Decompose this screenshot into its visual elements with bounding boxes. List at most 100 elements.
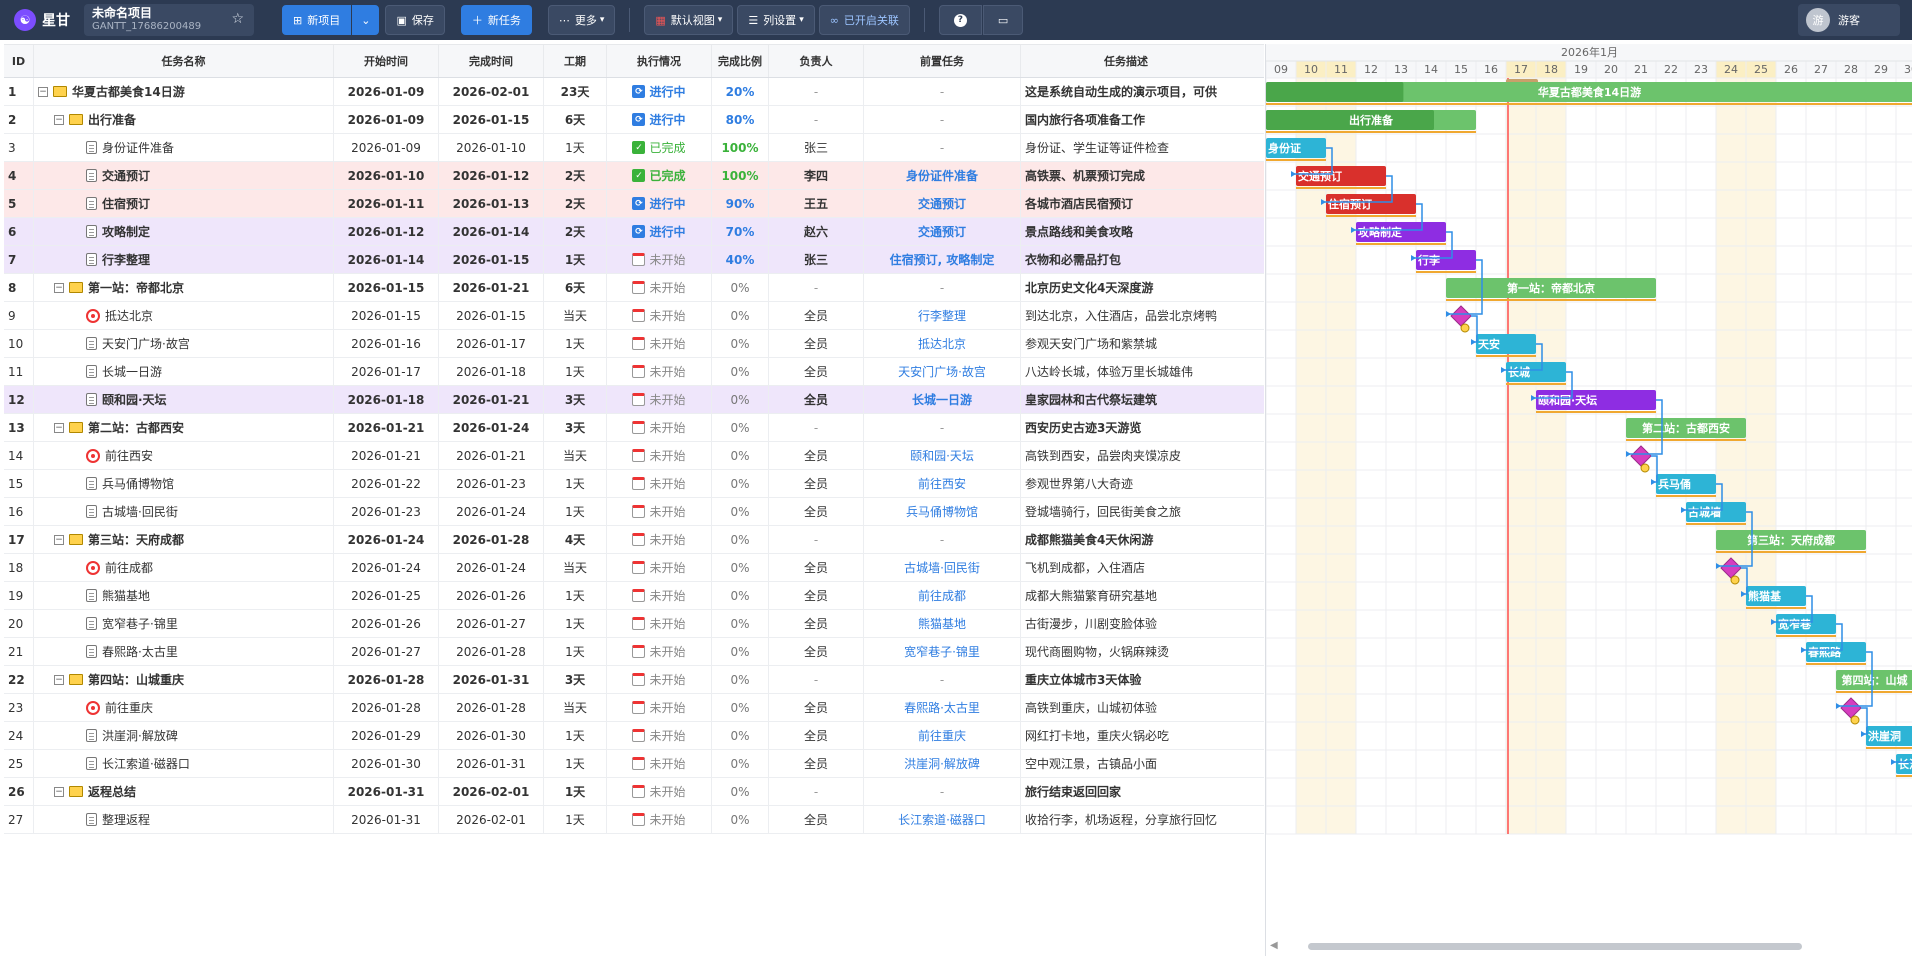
col-header-start[interactable]: 开始时间: [334, 45, 439, 77]
gantt-bar[interactable]: [1536, 390, 1656, 410]
gantt-bar[interactable]: [1416, 250, 1476, 270]
save-button[interactable]: ▣保存: [385, 5, 445, 35]
gantt-bar[interactable]: [1866, 726, 1912, 746]
project-selector[interactable]: 未命名项目 GANTT_17686200489 ☆: [84, 4, 254, 36]
col-header-progress[interactable]: 完成比例: [712, 45, 769, 77]
col-header-name[interactable]: 任务名称: [34, 45, 334, 77]
cell-name[interactable]: 攻略制定: [34, 218, 334, 245]
col-header-status[interactable]: 执行情况: [607, 45, 712, 77]
cell-predecessor[interactable]: 颐和园·天坛: [864, 442, 1021, 469]
milestone-diamond[interactable]: [1840, 697, 1862, 719]
col-header-id[interactable]: ID: [4, 45, 34, 77]
cell-name[interactable]: 宽窄巷子·锦里: [34, 610, 334, 637]
user-menu[interactable]: 游 游客: [1798, 4, 1900, 36]
cell-predecessor[interactable]: 熊猫基地: [864, 610, 1021, 637]
cell-name[interactable]: 前往重庆: [34, 694, 334, 721]
default-view-button[interactable]: ▦默认视图▾: [644, 5, 734, 35]
cell-name[interactable]: 兵马俑博物馆: [34, 470, 334, 497]
gantt-bar[interactable]: [1836, 670, 1912, 690]
cell-name[interactable]: 春熙路·太古里: [34, 638, 334, 665]
gantt-bar[interactable]: [1746, 586, 1806, 606]
gantt-bar[interactable]: [1266, 138, 1326, 158]
cell-name[interactable]: 颐和园·天坛: [34, 386, 334, 413]
cell-name[interactable]: 抵达北京: [34, 302, 334, 329]
cell-name[interactable]: 前往西安: [34, 442, 334, 469]
cell-name[interactable]: 住宿预订: [34, 190, 334, 217]
cell-name[interactable]: 交通预订: [34, 162, 334, 189]
cell-name[interactable]: −第二站：古都西安: [34, 414, 334, 441]
gantt-bar[interactable]: [1686, 502, 1746, 522]
gantt-bar[interactable]: [1896, 754, 1912, 774]
cell-predecessor[interactable]: 古城墙·回民街: [864, 554, 1021, 581]
app-logo[interactable]: ☯ 星甘: [14, 9, 70, 31]
linked-toggle-button[interactable]: ∞已开启关联: [818, 5, 910, 35]
gantt-bar[interactable]: [1776, 614, 1836, 634]
cell-predecessor[interactable]: 前往西安: [864, 470, 1021, 497]
new-project-button[interactable]: ⊞新项目: [282, 5, 352, 35]
gantt-bar[interactable]: [1506, 362, 1566, 382]
help-button[interactable]: ?: [938, 5, 982, 35]
cell-name[interactable]: 长城一日游: [34, 358, 334, 385]
cell-name[interactable]: 身份证件准备: [34, 134, 334, 161]
col-header-predecessor[interactable]: 前置任务: [864, 45, 1021, 77]
gantt-bar[interactable]: [1266, 82, 1912, 102]
cell-predecessor[interactable]: 长城一日游: [864, 386, 1021, 413]
cell-name[interactable]: 长江索道·磁器口: [34, 750, 334, 777]
gantt-bar[interactable]: [1806, 642, 1866, 662]
collapse-toggle-icon[interactable]: −: [54, 114, 64, 125]
cell-predecessor[interactable]: 交通预订: [864, 190, 1021, 217]
col-header-end[interactable]: 完成时间: [439, 45, 544, 77]
col-header-owner[interactable]: 负责人: [769, 45, 864, 77]
cell-name[interactable]: 古城墙·回民街: [34, 498, 334, 525]
gantt-bar[interactable]: [1716, 530, 1866, 550]
cell-name[interactable]: −返程总结: [34, 778, 334, 805]
cell-predecessor[interactable]: 行李整理: [864, 302, 1021, 329]
cell-name[interactable]: −第四站：山城重庆: [34, 666, 334, 693]
feedback-button[interactable]: ▭: [982, 5, 1024, 35]
collapse-toggle-icon[interactable]: −: [54, 674, 64, 685]
gantt-bar[interactable]: [1326, 194, 1416, 214]
gantt-bar[interactable]: [1296, 166, 1386, 186]
cell-predecessor[interactable]: 宽窄巷子·锦里: [864, 638, 1021, 665]
more-button[interactable]: ⋯更多▾: [547, 5, 616, 35]
collapse-toggle-icon[interactable]: −: [38, 86, 48, 97]
cell-predecessor[interactable]: 身份证件准备: [864, 162, 1021, 189]
cell-predecessor[interactable]: 抵达北京: [864, 330, 1021, 357]
cell-predecessor[interactable]: 交通预订: [864, 218, 1021, 245]
cell-name[interactable]: −第三站：天府成都: [34, 526, 334, 553]
milestone-diamond[interactable]: [1630, 445, 1652, 467]
scroll-left-icon[interactable]: ◀: [1270, 940, 1278, 951]
cell-predecessor[interactable]: 长江索道·磁器口: [864, 806, 1021, 833]
cell-predecessor[interactable]: 春熙路·太古里: [864, 694, 1021, 721]
new-project-dropdown[interactable]: ⌄: [352, 5, 380, 35]
scrollbar-thumb[interactable]: [1308, 943, 1802, 950]
cell-name[interactable]: −出行准备: [34, 106, 334, 133]
cell-name[interactable]: 熊猫基地: [34, 582, 334, 609]
gantt-bar[interactable]: [1356, 222, 1446, 242]
collapse-toggle-icon[interactable]: −: [54, 422, 64, 433]
cell-predecessor[interactable]: 前往成都: [864, 582, 1021, 609]
